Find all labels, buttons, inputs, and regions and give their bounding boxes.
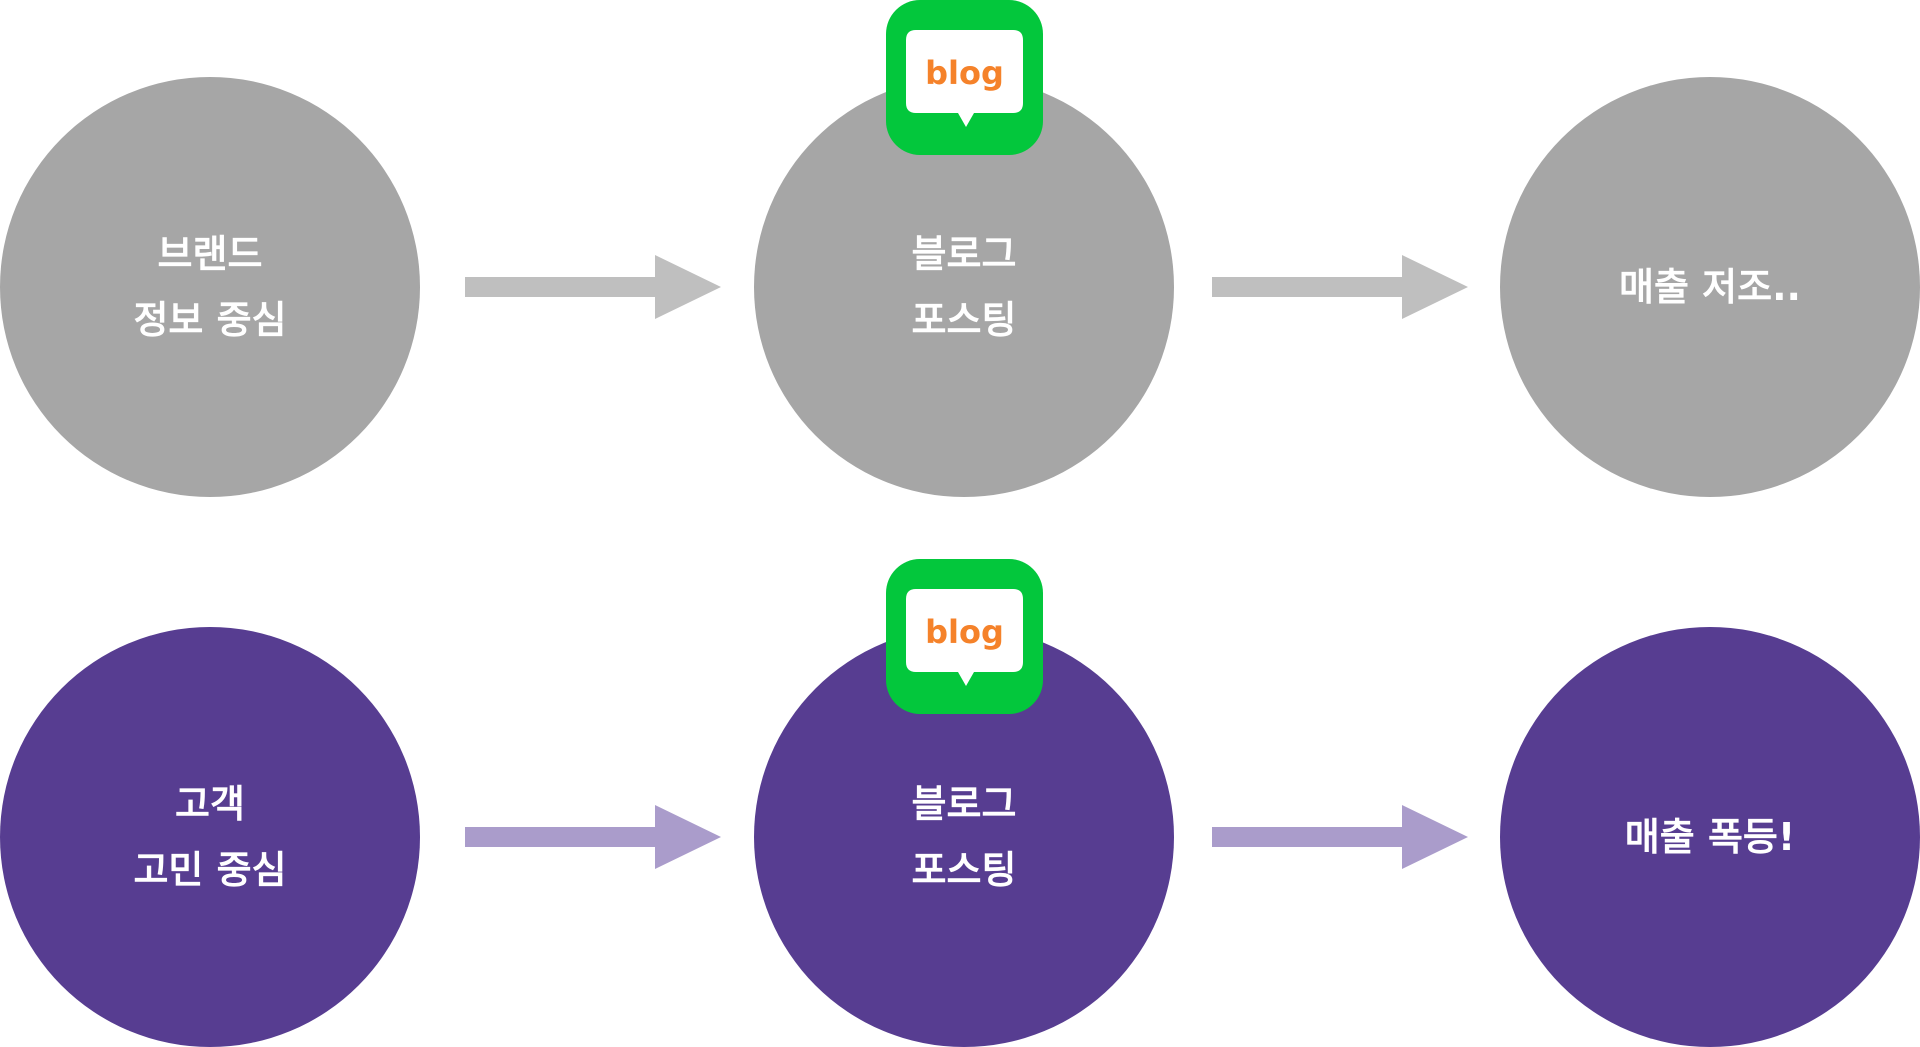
top-start-line2: 정보 중심 [133, 298, 287, 342]
blog-icon-label: blog [925, 54, 1004, 92]
bottom-middle-line2: 포스팅 [911, 848, 1017, 892]
top-end-line1: 매출 저조.. [1619, 265, 1801, 309]
blog-app-icon: blog [886, 559, 1043, 714]
blog-app-icon: blog [886, 0, 1043, 155]
bottom-start-circle: 고객 고민 중심 [0, 627, 420, 1047]
bottom-start-line1: 고객 [175, 782, 245, 826]
bottom-end-line1: 매출 폭등! [1624, 815, 1796, 859]
top-middle-line1: 블로그 [911, 232, 1017, 276]
bottom-start-line2: 고민 중심 [133, 848, 287, 892]
top-end-circle: 매출 저조.. [1500, 77, 1920, 497]
bottom-arrow-2 [1212, 805, 1468, 869]
top-start-circle: 브랜드 정보 중심 [0, 77, 420, 497]
top-middle-line2: 포스팅 [911, 298, 1017, 342]
bottom-end-circle: 매출 폭등! [1500, 627, 1920, 1047]
bottom-middle-line1: 블로그 [911, 782, 1017, 826]
top-arrow-2 [1212, 255, 1468, 319]
bottom-arrow-1 [465, 805, 721, 869]
top-arrow-1 [465, 255, 721, 319]
blog-icon-label: blog [925, 613, 1004, 651]
top-start-line1: 브랜드 [157, 232, 263, 276]
